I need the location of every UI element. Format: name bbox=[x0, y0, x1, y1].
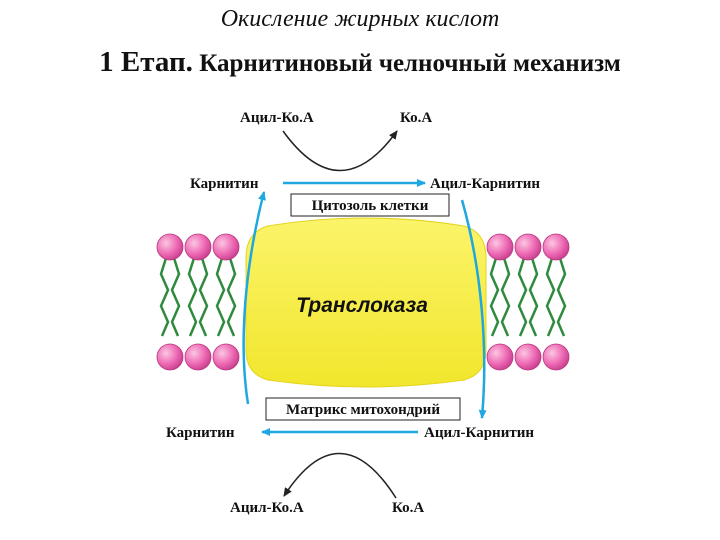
lipid-heads-left bbox=[156, 233, 240, 371]
top-acyl-carnitine-label: Ацил-Карнитин bbox=[430, 176, 540, 192]
bottom-coa-uptake-arrow bbox=[283, 452, 397, 499]
acyl-carnitine-export-arrow bbox=[460, 199, 487, 419]
lipid-tails-right bbox=[489, 257, 567, 337]
lipid-bilayer-right bbox=[486, 233, 570, 371]
lipid-tails-left bbox=[159, 257, 237, 337]
top-coa-release-arrow bbox=[282, 130, 398, 172]
translocase-label: Транслоказа bbox=[296, 294, 428, 317]
matrix-label: Матрикс митохондрий bbox=[286, 402, 440, 418]
bottom-acyl-coa-label: Ацил-Ко.А bbox=[230, 500, 304, 516]
bottom-acyl-carnitine-label: Ацил-Карнитин bbox=[424, 425, 534, 441]
lipid-bilayer-left bbox=[156, 233, 240, 371]
bottom-carnitine-label: Карнитин bbox=[166, 425, 235, 441]
matrix-label-box bbox=[265, 397, 461, 421]
slide-title: Окисление жирных кислот bbox=[220, 6, 500, 32]
top-carnitine-label: Карнитин bbox=[190, 176, 259, 192]
carnitine-import-arrow bbox=[242, 191, 266, 405]
cytosol-label: Цитозоль клетки bbox=[312, 198, 429, 214]
stage-title: Карнитиновый челночный механизм bbox=[199, 50, 621, 77]
top-coa-label: Ко.А bbox=[400, 110, 432, 126]
lipid-heads-right bbox=[486, 233, 570, 371]
stage-label: 1 Етап. bbox=[99, 46, 193, 78]
bottom-coa-label: Ко.А bbox=[392, 500, 424, 516]
slide-subtitle: 1 Етап. Карнитиновый челночный механизм bbox=[0, 46, 720, 79]
top-acyl-coa-label: Ацил-Ко.А bbox=[240, 110, 314, 126]
cytosol-label-box bbox=[290, 193, 450, 217]
translocase-protein bbox=[245, 217, 487, 388]
